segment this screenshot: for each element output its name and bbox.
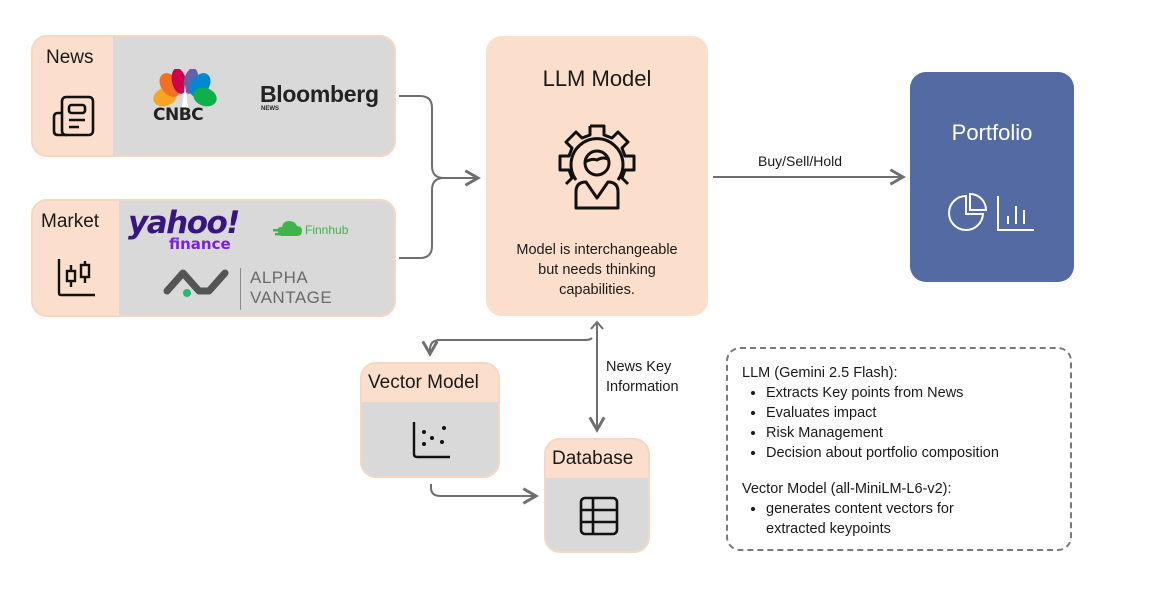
finnhub-wordmark: Finnhub [305, 223, 349, 237]
edge-label-news-key-information: News Key Information [606, 357, 679, 397]
database-node: Database [544, 438, 650, 553]
edge-news-to-llm [399, 95, 481, 187]
notes-vector-item: generates content vectors for extracted k… [766, 499, 954, 539]
scatter-plot-icon [412, 422, 450, 459]
vector-model-node: Vector Model [360, 362, 500, 478]
llm-description-line: capabilities. [559, 282, 635, 298]
newspaper-icon [52, 95, 95, 137]
cnbc-logo: CNBC [151, 68, 219, 125]
llm-description-line: Model is interchangeable [516, 242, 678, 258]
edge-label-line: News Key [606, 359, 672, 375]
candlestick-chart-icon [57, 259, 95, 297]
notes-vector-line: generates content vectors for [766, 501, 954, 517]
market-title: Market [41, 211, 100, 232]
notes-llm-item: Risk Management [766, 423, 999, 443]
edge-llm-to-vector [421, 337, 593, 357]
bloomberg-wordmark: Bloomberg [260, 81, 379, 107]
notes-vector-line: extracted keypoints [766, 521, 891, 537]
news-sources-panel: CNBC Bloomberg NEWS [113, 37, 394, 155]
vector-model-icon-panel [362, 402, 498, 476]
notes-llm-item: Decision about portfolio composition [766, 443, 999, 463]
notes-llm-list: Extracts Key points from News Evaluates … [742, 383, 999, 463]
bloomberg-subtext: NEWS [261, 106, 279, 112]
alpha-vantage-icon [163, 269, 229, 297]
news-node: News CNBC Bloomberg NEWS [31, 35, 396, 157]
notes-llm-heading: LLM (Gemini 2.5 Flash): [742, 365, 898, 381]
llm-description-line: but needs thinking [538, 262, 656, 278]
cnbc-peacock-icon [153, 68, 217, 107]
notes-box: LLM (Gemini 2.5 Flash): Extracts Key poi… [726, 347, 1072, 551]
cnbc-wordmark: CNBC [153, 105, 204, 125]
edge-label-line: Information [606, 379, 679, 395]
llm-description: Model is interchangeable but needs think… [486, 240, 708, 300]
notes-vector-heading: Vector Model (all-MiniLM-L6-v2): [742, 481, 952, 497]
portfolio-node: Portfolio [910, 72, 1074, 282]
news-title: News [46, 47, 94, 68]
edge-market-to-llm [399, 177, 445, 259]
llm-title: LLM Model [542, 66, 652, 91]
pie-bar-chart-icon [948, 192, 1034, 231]
notes-llm-item: Extracts Key points from News [766, 383, 999, 403]
portfolio-title: Portfolio [951, 120, 1033, 145]
finnhub-cloud-icon [273, 221, 302, 236]
table-icon [579, 496, 619, 536]
yahoo-finance-subtext: finance [169, 235, 231, 253]
database-title: Database [552, 448, 634, 469]
alpha-vantage-line1: ALPHA [250, 268, 309, 287]
notes-vector-list: generates content vectors for extracted k… [742, 499, 954, 539]
llm-model-node: LLM Model Model is interchangeable but n… [486, 36, 708, 316]
alpha-vantage-divider [240, 268, 241, 310]
alpha-vantage-line2: VANTAGE [250, 288, 333, 307]
edge-vector-to-database [430, 484, 539, 505]
database-icon-panel [546, 478, 648, 551]
market-sources-panel: yahoo! finance Finnhub ALPHA VANTAGE [119, 201, 394, 315]
gear-person-icon [558, 124, 636, 210]
notes-llm-item: Evaluates impact [766, 403, 999, 423]
market-node: Market yahoo! finance Finnhub ALPHA VANT… [31, 199, 396, 317]
yahoo-wordmark: yahoo! [128, 205, 240, 241]
edge-label-buy-sell-hold: Buy/Sell/Hold [758, 153, 843, 169]
vector-model-title: Vector Model [368, 372, 479, 393]
